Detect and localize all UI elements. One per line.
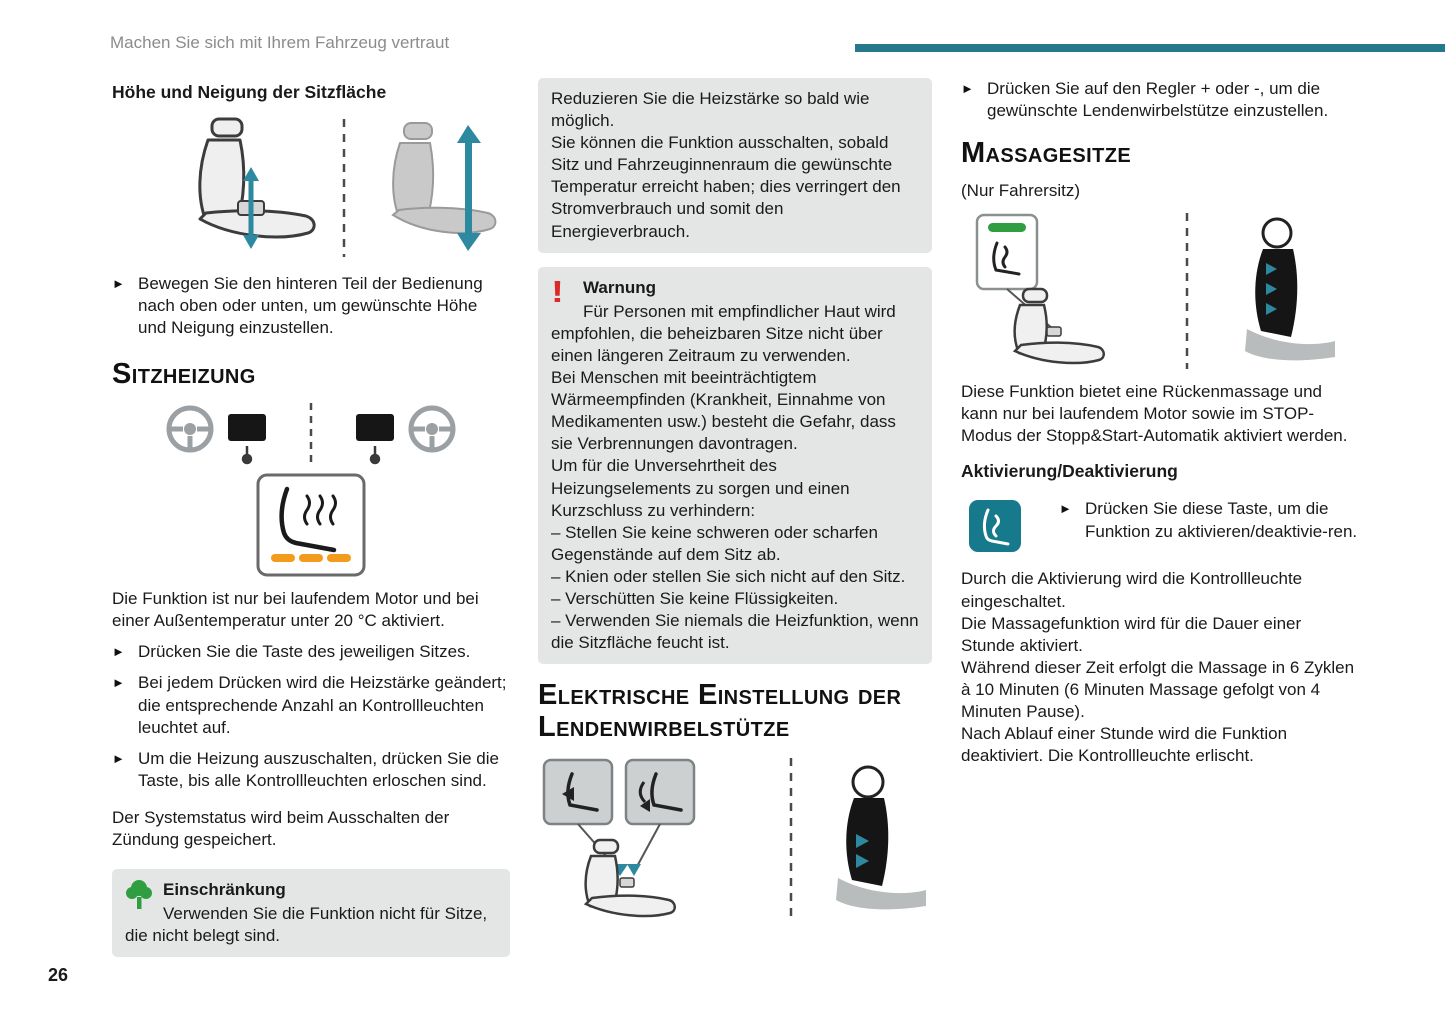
heat-level-indicators — [271, 554, 351, 563]
bullet-arrow-icon: ► — [961, 81, 974, 96]
seat-heating-illustration — [166, 403, 456, 577]
bullet-text: Drücken Sie die Taste des jeweiligen Sit… — [138, 642, 471, 662]
bullet-text: Drücken Sie auf den Regler + oder -, um … — [987, 79, 1329, 121]
instruction-bullet: ► Drücken Sie die Taste des jeweiligen S… — [112, 641, 510, 663]
bullet-arrow-icon: ► — [112, 675, 125, 691]
lumbar-heading: Elektrische Einstellung der Lendenwirbel… — [538, 679, 902, 744]
bullet-arrow-icon: ► — [1059, 501, 1072, 517]
seat-height-title: Höhe und Neigung der Sitzfläche — [112, 82, 387, 102]
seat-base-silhouette — [836, 878, 926, 910]
note-box-title: Einschränkung — [163, 880, 286, 900]
instruction-bullet: ► Bei jedem Drücken wird die Heizstärke … — [112, 672, 510, 738]
column-left: Höhe und Neigung der Sitzfläche — [112, 78, 510, 958]
sitzheizung-outro: Der Systemstatus wird beim Ausschalten d… — [112, 807, 450, 850]
massage-heading: Massagesitze — [961, 137, 1132, 170]
seat-gray-drawing — [391, 122, 497, 234]
warning-box-title: Warnung — [583, 277, 657, 297]
thermometer-icon-right — [369, 446, 381, 465]
seat-height-tilt-illustration — [198, 117, 497, 257]
lumbar-arrow-icon — [856, 834, 869, 869]
massage-roller-arrow-icon — [1266, 263, 1277, 316]
height-adjust-arrow-icon — [243, 167, 259, 249]
lumbar-adjustment-illustration — [542, 758, 926, 921]
instruction-bullet: ► Drücken Sie auf den Regler + oder -, u… — [961, 78, 1358, 122]
note-continuation-text: Reduzieren Sie die Heizstärke so bald wi… — [551, 89, 901, 241]
seat-base-silhouette — [1245, 329, 1335, 361]
sitzheizung-heading: Sitzheizung — [112, 358, 256, 391]
bullet-text: Bei jedem Drücken wird die Heizstärke ge… — [138, 673, 507, 737]
note-continuation-box: Reduzieren Sie die Heizstärke so bald wi… — [538, 78, 932, 253]
warning-box: ! Warnung Für Personen mit empfindlicher… — [538, 266, 932, 665]
warning-exclamation-icon: ! — [551, 273, 564, 309]
column-middle: Reduzieren Sie die Heizstärke so bald wi… — [538, 78, 932, 934]
page-header-title: Machen Sie sich mit Ihrem Fahrzeug vertr… — [110, 33, 450, 52]
instruction-bullet: ► Bewegen Sie den hinteren Teil der Bedi… — [112, 273, 510, 339]
massage-seat-illustration — [975, 213, 1335, 370]
tilt-adjust-arrow-icon — [457, 125, 481, 251]
bullet-text: Bewegen Sie den hinteren Teil der Bedien… — [138, 274, 483, 338]
instruction-bullet: ► Drücken Sie diese Taste, um die Funkti… — [1059, 498, 1358, 542]
massage-button-drawing — [975, 213, 1039, 291]
bullet-text: Um die Heizung auszuschalten, drücken Si… — [138, 748, 499, 790]
thermometer-icon-left — [241, 446, 253, 465]
steering-wheel-right-icon — [408, 405, 456, 453]
note-box-text: Verwenden Sie die Funktion nicht für Sit… — [125, 904, 488, 946]
seat-side-view-drawing — [583, 838, 676, 918]
bullet-arrow-icon: ► — [112, 644, 125, 660]
massage-intro: Diese Funktion bietet eine Rückenmassage… — [961, 382, 1348, 446]
bullet-arrow-icon: ► — [112, 750, 125, 766]
seat-back-silhouette — [846, 798, 889, 887]
person-head — [1261, 217, 1293, 249]
column-right: ► Drücken Sie auf den Regler + oder -, u… — [961, 78, 1358, 776]
header-accent-bar — [855, 44, 1445, 52]
activation-instruction-row: ► Drücken Sie diese Taste, um die Funkti… — [961, 498, 1358, 553]
page-number: 26 — [48, 965, 69, 985]
instruction-bullet: ► Um die Heizung auszuschalten, drücken … — [112, 748, 510, 792]
heated-seat-button-right — [356, 414, 394, 442]
sitzheizung-intro: Die Funktion ist nur bei laufendem Motor… — [112, 589, 479, 631]
activation-subheading: Aktivierung/Deaktivierung — [961, 461, 1178, 482]
massage-activation-button-icon — [969, 500, 1021, 553]
person-head — [851, 765, 885, 799]
seat-side-view-drawing — [1012, 287, 1105, 365]
lumbar-button-1 — [542, 758, 614, 826]
warning-box-text: Für Personen mit empfindlicher Haut wird… — [551, 301, 919, 653]
tree-icon — [126, 880, 152, 910]
pointer-arrow-icon — [627, 864, 641, 877]
seat-back-silhouette — [1255, 249, 1298, 338]
massage-details: Durch die Aktivierung wird die Kontrolll… — [961, 569, 1355, 766]
bullet-text: Drücken Sie diese Taste, um die Funktion… — [1085, 499, 1358, 541]
massage-led-indicator — [988, 223, 1026, 233]
lumbar-button-2 — [624, 758, 696, 826]
bullet-arrow-icon: ► — [112, 276, 125, 291]
restriction-note-box: Einschränkung Verwenden Sie die Funktion… — [112, 869, 510, 958]
massage-subtitle: (Nur Fahrersitz) — [961, 181, 1081, 201]
seat-heating-icon — [279, 486, 337, 553]
heated-seat-button-left — [228, 414, 266, 442]
steering-wheel-left-icon — [166, 405, 214, 453]
